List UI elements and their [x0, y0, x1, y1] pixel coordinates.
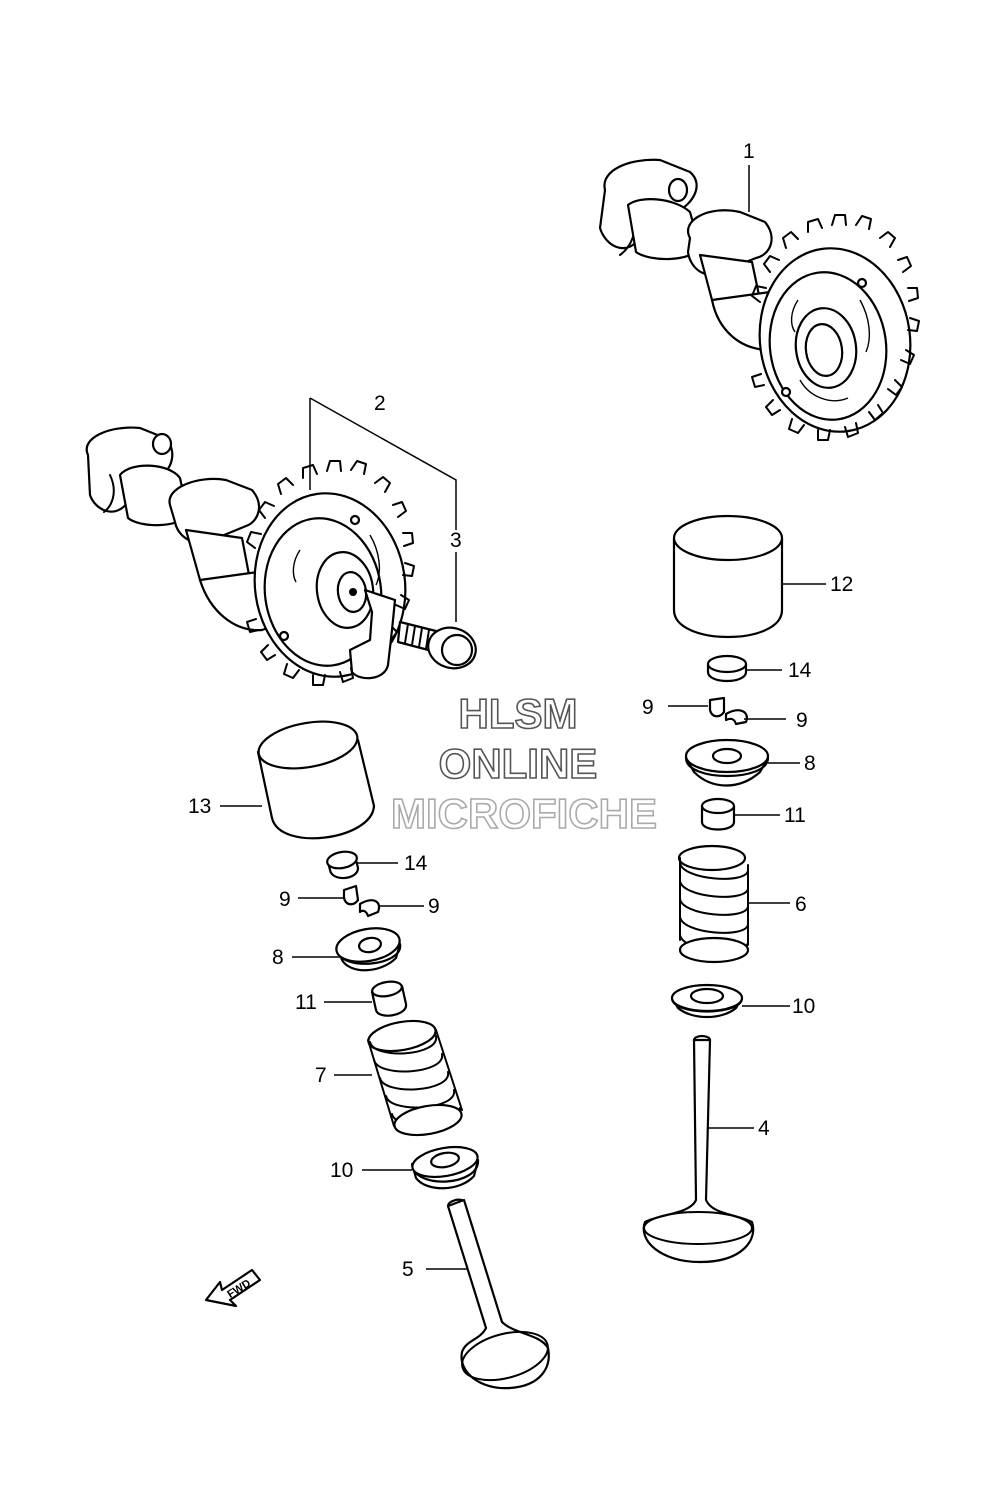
callout-5: 5: [402, 1258, 414, 1281]
retainer-8-left: [335, 927, 402, 972]
callout-8-left: 8: [272, 946, 284, 969]
camshaft-1: [598, 158, 920, 441]
callout-14-right: 14: [788, 659, 812, 682]
seal-11-right: [700, 797, 736, 831]
watermark: HLSM ONLINE MICROFICHE: [390, 689, 658, 838]
callout-11-left: 11: [295, 991, 317, 1014]
valve-5: [446, 1198, 550, 1390]
seat-10-right: [670, 983, 744, 1018]
bolt-3: [396, 620, 477, 670]
callout-9-left-b: 9: [428, 895, 440, 918]
callout-10-left: 10: [330, 1159, 353, 1182]
callout-labels: 1 2 3 12 14 9 9 8 11 6 10 4 13 14 9 9 8 …: [188, 140, 853, 1281]
seat-10-left: [410, 1145, 480, 1190]
callout-6: 6: [795, 893, 807, 916]
seal-11-left: [370, 980, 408, 1017]
leader-lines: [220, 165, 826, 1270]
shim-14-left: [326, 850, 360, 880]
shim-14-right: [706, 654, 748, 683]
watermark-line-3: MICROFICHE: [391, 790, 657, 837]
valve-4: [642, 1034, 755, 1264]
callout-7: 7: [315, 1064, 327, 1087]
spring-7: [367, 1019, 463, 1137]
cotter-9-left: [342, 884, 381, 918]
callout-12: 12: [830, 573, 853, 596]
callout-9-left-a: 9: [279, 888, 291, 911]
callout-13: 13: [188, 795, 211, 818]
callout-9-right-a: 9: [642, 696, 654, 719]
watermark-line-2: ONLINE: [439, 740, 598, 787]
callout-8-right: 8: [804, 752, 816, 775]
callout-4: 4: [758, 1117, 770, 1140]
callout-1: 1: [743, 140, 755, 163]
callout-3: 3: [450, 529, 462, 552]
fwd-arrow-icon: FWD: [204, 1268, 262, 1308]
callout-9-right-b: 9: [796, 709, 808, 732]
callout-2: 2: [374, 392, 386, 415]
watermark-line-1: HLSM: [459, 690, 578, 737]
cotter-9-right: [708, 696, 748, 726]
spring-6: [677, 844, 750, 964]
camshaft-2: [85, 426, 415, 686]
callout-11-right: 11: [784, 804, 806, 827]
tappet-12: [672, 514, 784, 639]
retainer-8-right: [684, 738, 770, 787]
callout-10-right: 10: [792, 995, 815, 1018]
tappet-13: [256, 720, 376, 840]
callout-14-left: 14: [404, 852, 428, 875]
